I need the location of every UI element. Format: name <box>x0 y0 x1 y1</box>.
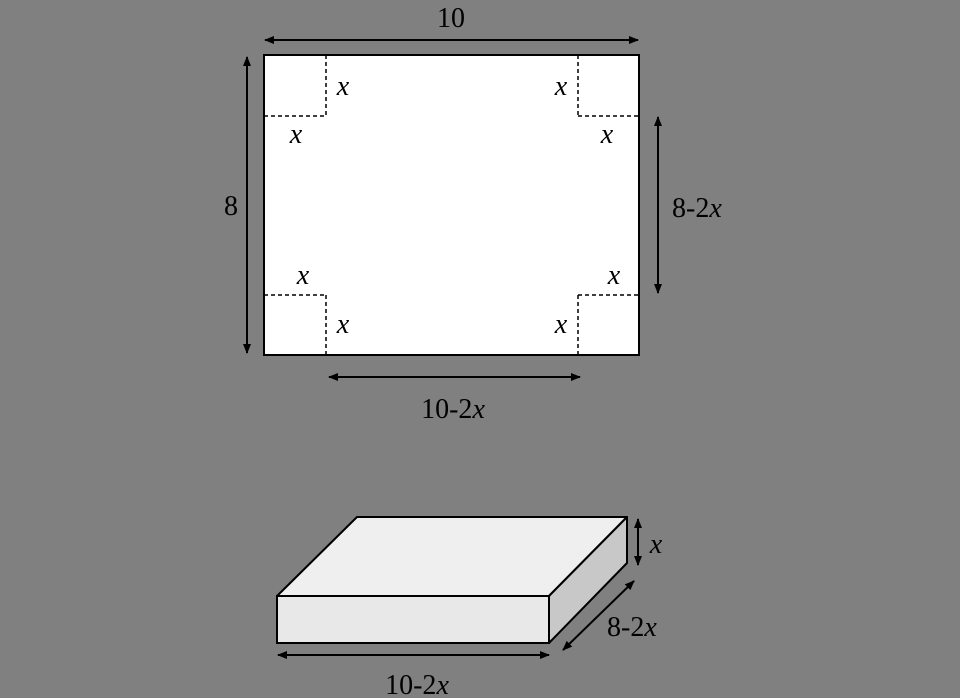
width-label: 10 <box>437 3 465 34</box>
box-depth-label-var: x <box>643 612 657 643</box>
inner-width-label: 10-2x <box>421 394 485 425</box>
sheet-rectangle <box>263 54 640 356</box>
inner-height-label-num: 8-2 <box>672 193 709 224</box>
flat-sheet: 10 8 8-2x 10-2x x x x x x x x x <box>224 3 722 425</box>
corner-label-br-top: x <box>607 260 621 291</box>
box-length-label: 10-2x <box>385 670 449 698</box>
box-depth-arrow <box>562 580 635 651</box>
box-depth-label: 8-2x <box>607 612 657 643</box>
height-label: 8 <box>224 191 238 222</box>
box-length-label-num: 10-2 <box>385 670 436 698</box>
inner-width-label-num: 10-2 <box>421 394 472 425</box>
corner-label-tl-side: x <box>336 71 350 102</box>
box-depth-label-num: 8-2 <box>607 612 644 643</box>
inner-width-label-var: x <box>471 394 485 425</box>
inner-height-label-var: x <box>708 193 722 224</box>
corner-label-bl-side: x <box>336 309 350 340</box>
box-height-label: x <box>649 529 663 560</box>
corner-cut-top-left <box>264 55 327 117</box>
folded-box: x 8-2x 10-2x <box>276 516 663 698</box>
corner-label-tl-bottom: x <box>289 119 303 150</box>
box-front-face <box>276 595 550 644</box>
corner-cut-bottom-right <box>577 294 639 355</box>
corner-cut-bottom-left <box>264 294 327 355</box>
corner-label-bl-top: x <box>296 260 310 291</box>
inner-height-label: 8-2x <box>672 193 722 224</box>
corner-label-tr-bottom: x <box>600 119 614 150</box>
corner-label-br-side: x <box>554 309 568 340</box>
box-length-label-var: x <box>435 670 449 698</box>
corner-label-tr-side: x <box>554 71 568 102</box>
corner-cut-top-right <box>577 55 639 117</box>
